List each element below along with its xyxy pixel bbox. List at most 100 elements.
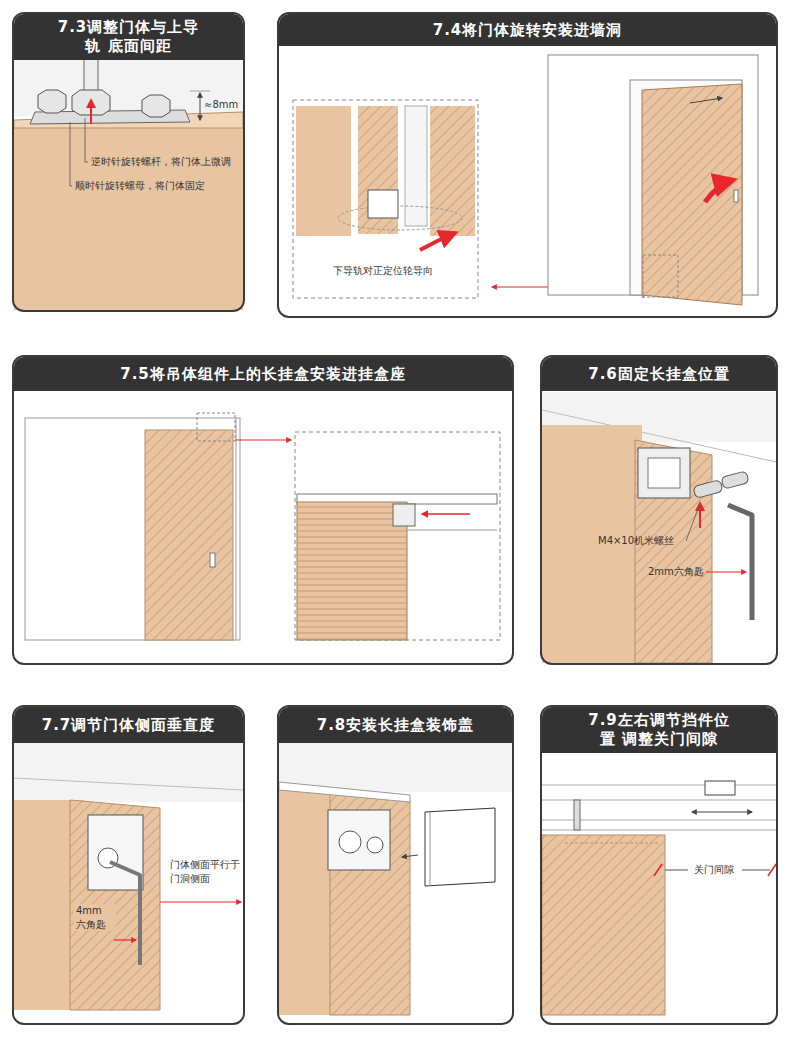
panel-7-4-art-part (405, 106, 427, 226)
panel-7-4-art-part (358, 106, 398, 234)
panel-7-3-art-part (38, 90, 66, 113)
step-panel: 7.8安装长挂盒装饰盖 (277, 705, 514, 1025)
panel-7-9-art-part (542, 785, 776, 786)
panel-7-3-art (14, 56, 243, 310)
panel-7-7-art-part (14, 742, 243, 802)
panel-7-6-art-part (706, 571, 746, 572)
panel-7-4-art-part (296, 106, 351, 236)
panel-7-4-art-part (643, 255, 678, 297)
panel-7-4-art-part (642, 84, 742, 305)
panel-7-8-art-part (425, 808, 495, 886)
panel-7-6-art-part (699, 503, 701, 528)
panel-7-6-art (542, 392, 776, 663)
panel-7-4-art-part (420, 233, 455, 250)
panel-7-6-art-part (638, 448, 690, 498)
panel-7-3-art-part (14, 126, 243, 310)
panel-7-7-art-part (160, 901, 241, 902)
panel-7-5-art-part (407, 530, 497, 531)
step-heading: 7.5将吊体组件上的长挂盒安装进挂盒座 (14, 357, 512, 391)
panel-7-3-art-part (142, 95, 170, 117)
step-heading-line: 7.6固定长挂盒位置 (588, 365, 730, 384)
step-heading: 7.8安装长挂盒装饰盖 (279, 707, 512, 743)
panel-7-3-art-part (85, 118, 88, 162)
panel-7-4-art-part (293, 100, 478, 298)
panel-7-8-art-part (402, 855, 418, 857)
annotation-label: 2mm六角匙 (648, 565, 704, 579)
panel-7-5-art-part (422, 513, 470, 515)
annotation-label: 门体侧面平行于 门洞侧面 (170, 858, 244, 885)
step-heading: 7.3调整门体与上导轨 底面间距 (14, 14, 243, 60)
panel-7-8-art-part (367, 837, 383, 853)
panel-7-5-art-part (236, 418, 237, 640)
panel-7-6-art-part (693, 480, 723, 499)
panel-7-4-art (293, 55, 758, 305)
panel-7-5-art-part (295, 432, 500, 640)
panel-7-4-art-part (430, 106, 475, 236)
panel-7-4-art-part (368, 190, 398, 218)
annotation-label: 关门间隙 (692, 863, 736, 877)
panel-7-7-art-part (88, 815, 143, 890)
panel-7-9-art-part (574, 800, 580, 830)
panel-7-7-art (14, 742, 243, 1010)
panel-7-9-art-part (742, 870, 770, 871)
panel-7-3-art-part (14, 56, 243, 116)
panel-7-8-art-part (279, 742, 512, 792)
panel-7-5-art-part (393, 504, 415, 526)
panel-7-7-art-part (14, 778, 243, 790)
panel-7-5-art-part (297, 502, 407, 640)
step-heading-line: 7.8安装长挂盒装饰盖 (317, 716, 475, 735)
annotation-label: M4×10机米螺丝 (598, 534, 674, 548)
panel-7-8-art-part (328, 810, 390, 870)
step-panel: 7.6固定长挂盒位置 (540, 355, 778, 665)
panel-7-5-art-part (197, 413, 235, 441)
panel-7-4-art-part (338, 206, 462, 230)
panel-7-8-art-part (279, 782, 410, 802)
step-heading-line: 7.4将门体旋转安装进墙洞 (433, 21, 623, 40)
step-heading: 7.4将门体旋转安装进墙洞 (279, 14, 776, 46)
panel-7-5-art-part (210, 553, 215, 567)
annotation-label: 下导轨对正定位轮导向 (333, 264, 433, 278)
step-heading-line: 7.3调整门体与上导轨 底面间距 (52, 18, 205, 56)
panel-7-4-art-part (705, 180, 733, 202)
step-heading: 7.6固定长挂盒位置 (542, 357, 776, 391)
step-heading-line: 7.5将吊体组件上的长挂盒安装进挂盒座 (120, 365, 406, 384)
panel-7-7-art-part (114, 939, 136, 940)
panel-7-3-art-part (90, 100, 92, 124)
panel-7-3-art-part (70, 122, 72, 186)
step-heading-line: 7.7调节门体侧面垂直度 (42, 716, 216, 735)
panel-7-7-art-part (70, 800, 160, 1010)
panel-7-6-art-part (648, 458, 680, 488)
panel-7-6-art-part (635, 440, 712, 663)
panel-7-9-art-part (654, 864, 662, 876)
panel-7-9-art-part (692, 812, 752, 813)
step-heading: 7.7调节门体侧面垂直度 (14, 707, 243, 743)
panel-7-9-art-part (542, 835, 665, 1015)
panel-7-8-art-part (339, 831, 361, 853)
panel-7-3-art-part (190, 91, 210, 92)
panel-7-5-art-part (25, 418, 240, 640)
panel-7-9-art-part (665, 870, 688, 871)
panel-7-4-art-part (690, 98, 722, 103)
annotation-label: 顺时针旋转螺母，将门体固定 (75, 179, 205, 193)
panel-7-6-art-part (728, 505, 752, 620)
panel-7-6-art-part (721, 471, 749, 489)
step-panel: 7.9左右调节挡件位置 调整关门间隙 (540, 705, 778, 1025)
panel-7-8-art-part (430, 812, 431, 886)
panel-7-5-art-part (145, 430, 233, 640)
step-panel: 7.5将吊体组件上的长挂盒安装进挂盒座 (12, 355, 514, 665)
panel-7-8-art (279, 742, 512, 1015)
annotation-label: 4mm 六角匙 (74, 904, 116, 931)
panel-7-4-art-part (734, 190, 738, 202)
panel-7-9-art-part (705, 781, 735, 795)
panel-7-3-art-part (200, 93, 201, 120)
step-heading-line: 7.9左右调节挡件位置 调整关门间隙 (583, 711, 736, 749)
panel-7-6-art-part (686, 506, 699, 541)
panel-7-9-art (542, 781, 776, 1015)
panel-7-5-art-part (235, 439, 291, 440)
panel-7-5-art (25, 413, 500, 640)
annotation-label: 逆时针旋转螺杆，将门体上微调 (91, 155, 231, 169)
panel-7-9-art-part (565, 843, 660, 844)
